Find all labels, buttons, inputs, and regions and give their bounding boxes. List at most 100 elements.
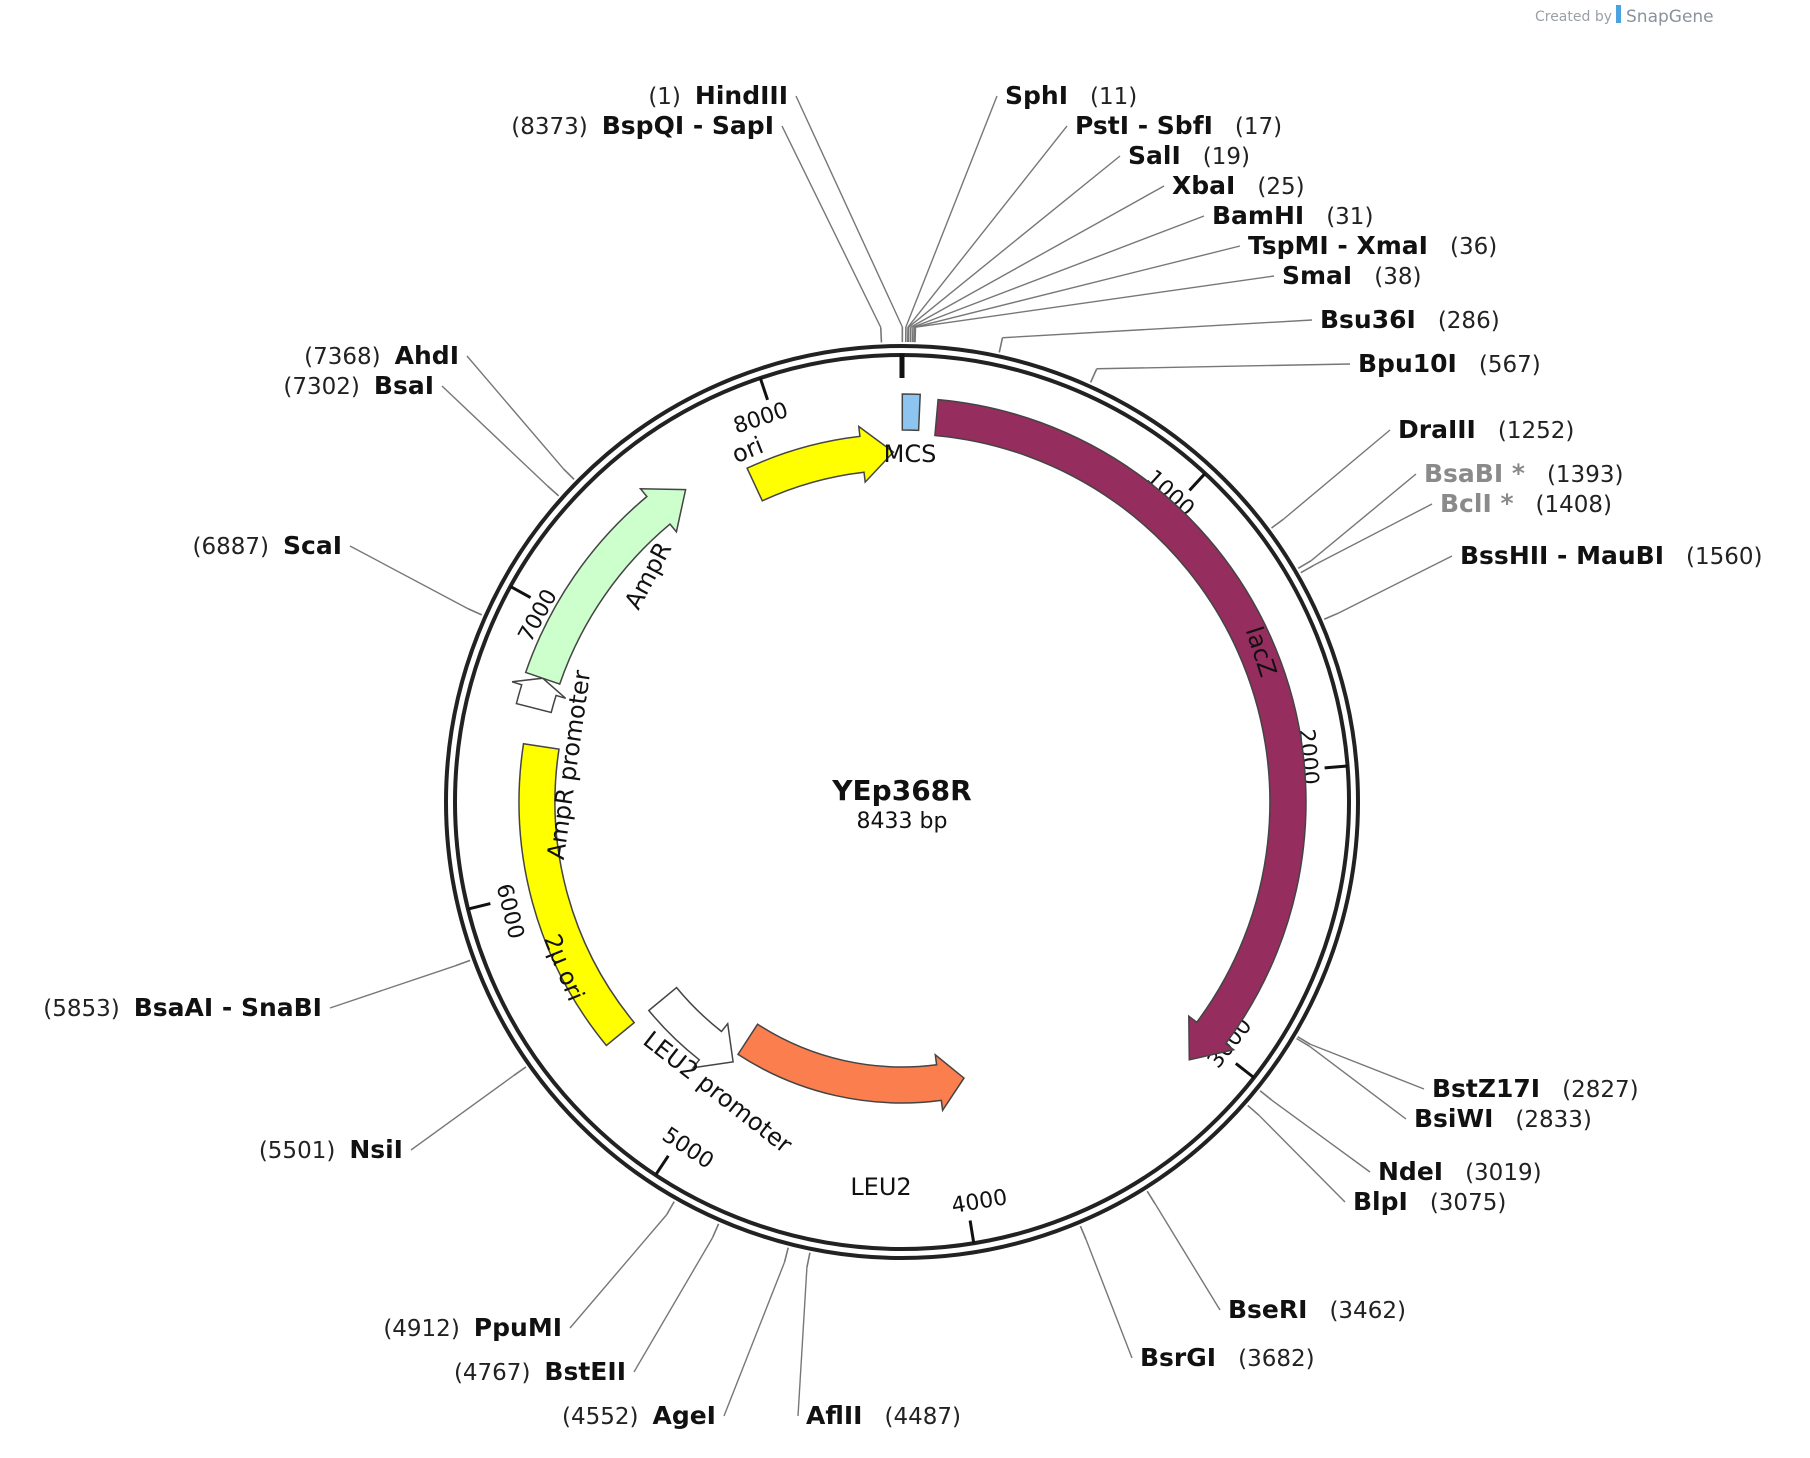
site-position: (3019) xyxy=(1465,1160,1541,1186)
credit-prefix: Created by xyxy=(1535,9,1612,25)
site-position: (5501) xyxy=(259,1138,335,1164)
site-name: SmaI xyxy=(1282,261,1352,290)
site-leader-line xyxy=(1283,429,1391,520)
tick-label: 8000 xyxy=(730,398,791,439)
feature-leu2-promoter[interactable] xyxy=(647,986,734,1069)
site-bsrgi[interactable]: BsrGI(3682) xyxy=(1079,1225,1315,1372)
site-tick xyxy=(1247,1104,1260,1116)
tick-mark xyxy=(654,1154,670,1176)
site-tick xyxy=(783,1247,789,1263)
site-tick xyxy=(1300,564,1315,574)
site-name: BsaBI * xyxy=(1424,459,1525,488)
site-position: (3075) xyxy=(1430,1190,1506,1216)
site-bsu36i[interactable]: Bsu36I(286) xyxy=(998,305,1500,353)
backbone-outer-strand xyxy=(444,344,1360,1260)
site-position: (567) xyxy=(1479,352,1541,378)
site-bsshii-maubi[interactable]: BssHII - MauBI(1560) xyxy=(1323,541,1763,621)
feature-ampr-promoter[interactable] xyxy=(511,677,567,714)
site-leader-line xyxy=(723,1261,786,1417)
site-bspqi-sapi[interactable]: BspQI - SapI(8373) xyxy=(511,111,883,343)
site-name: SphI xyxy=(1005,81,1068,110)
site-tick xyxy=(879,327,883,343)
site-tick xyxy=(1323,612,1339,621)
site-leader-line xyxy=(1258,1114,1346,1203)
site-blpi[interactable]: BlpI(3075) xyxy=(1247,1104,1507,1216)
site-name: AflII xyxy=(806,1401,862,1430)
site-position: (6887) xyxy=(193,534,269,560)
feature-ori[interactable] xyxy=(746,424,895,502)
site-tspmi-xmai[interactable]: TspMI - XmaI(36) xyxy=(913,231,1497,343)
site-bsabi[interactable]: BsaBI * (1393) xyxy=(1297,459,1623,569)
site-name: BamHI xyxy=(1212,201,1304,230)
site-name: XbaI xyxy=(1172,171,1235,200)
site-bstz17i[interactable]: BstZ17I(2827) xyxy=(1297,1036,1639,1103)
site-name: BssHII - MauBI xyxy=(1460,541,1664,570)
site-leader-line xyxy=(441,385,548,487)
site-position: (1393) xyxy=(1547,462,1623,488)
site-position: (4767) xyxy=(454,1360,530,1386)
credit-brand: SnapGene xyxy=(1626,7,1714,27)
site-position: (38) xyxy=(1374,264,1421,290)
site-position: (286) xyxy=(1438,308,1500,334)
site-name: BseRI xyxy=(1228,1295,1307,1324)
site-scai[interactable]: ScaI(6887) xyxy=(193,531,483,616)
site-aflii[interactable]: AflII(4487) xyxy=(797,1252,961,1430)
site-smai[interactable]: SmaI (38) xyxy=(914,261,1421,343)
feature-2-ori[interactable] xyxy=(518,742,636,1047)
site-position: (17) xyxy=(1235,114,1282,140)
site-bpu10i[interactable]: Bpu10I (567) xyxy=(1089,349,1541,383)
site-position: (2827) xyxy=(1562,1077,1638,1103)
site-leader-line xyxy=(1308,1045,1407,1120)
site-tick xyxy=(806,1252,811,1268)
tick-mark xyxy=(758,377,769,401)
site-tick xyxy=(562,468,575,480)
feature-ampr[interactable] xyxy=(524,488,687,686)
site-bcli[interactable]: BclI * (1408) xyxy=(1300,489,1612,574)
site-tick xyxy=(546,485,560,497)
site-ndei[interactable]: NdeI(3019) xyxy=(1259,1090,1542,1186)
site-tick xyxy=(455,959,471,967)
site-ppumi[interactable]: PpuMI(4912) xyxy=(383,1201,675,1342)
site-name: BclI * xyxy=(1440,489,1514,518)
site-bsaai-snabi[interactable]: BsaAI - SnaBI(5853) xyxy=(43,959,471,1022)
snapgene-logo-icon xyxy=(1616,5,1621,23)
site-nsii[interactable]: NsiI(5501) xyxy=(259,1066,527,1164)
plasmid-name: YEp368R xyxy=(831,774,971,807)
site-bsai[interactable]: BsaI(7302) xyxy=(283,371,560,497)
site-leader-line xyxy=(349,545,469,610)
site-position: (11) xyxy=(1090,84,1137,110)
site-psti-sbfi[interactable]: PstI - SbfI(17) xyxy=(907,111,1282,343)
site-tick xyxy=(711,1223,720,1238)
site-sali[interactable]: SalI(19) xyxy=(907,141,1250,343)
feature-lacz[interactable] xyxy=(934,398,1307,1061)
feature-label-mcs: MCS xyxy=(884,440,937,468)
feature-leu2[interactable] xyxy=(736,1023,966,1113)
site-leader-line xyxy=(1337,555,1453,614)
site-bsiwi[interactable]: BsiWI(2833) xyxy=(1296,1037,1592,1133)
site-tick xyxy=(1259,1090,1273,1101)
site-leader-line xyxy=(908,155,1121,328)
site-xbai[interactable]: XbaI(25) xyxy=(909,171,1305,343)
site-position: (1408) xyxy=(1536,492,1612,518)
site-sphi[interactable]: SphI (11) xyxy=(904,81,1137,343)
site-agei[interactable]: AgeI(4552) xyxy=(562,1247,789,1430)
site-leader-line xyxy=(915,275,1275,328)
tick-mark xyxy=(467,902,491,911)
tick-mark xyxy=(1188,472,1207,492)
site-position: (31) xyxy=(1326,204,1373,230)
site-name: Bpu10I xyxy=(1358,349,1457,378)
site-draiii[interactable]: DraIII(1252) xyxy=(1271,415,1575,529)
site-name: BsaI xyxy=(374,371,434,400)
site-hindiii[interactable]: HindIII(1) xyxy=(648,81,904,343)
site-bsteii[interactable]: BstEII(4767) xyxy=(454,1223,720,1386)
site-name: BsaAI - SnaBI xyxy=(134,993,322,1022)
site-ahdi[interactable]: AhdI(7368) xyxy=(304,341,575,480)
site-leader-line xyxy=(907,125,1068,328)
site-bamhi[interactable]: BamHI (31) xyxy=(911,201,1374,343)
tick-label: 5000 xyxy=(657,1123,718,1175)
site-bseri[interactable]: BseRI (3462) xyxy=(1146,1190,1406,1324)
site-leader-line xyxy=(410,1075,515,1151)
site-position: (3462) xyxy=(1329,1298,1405,1324)
feature-mcs[interactable] xyxy=(901,393,921,432)
